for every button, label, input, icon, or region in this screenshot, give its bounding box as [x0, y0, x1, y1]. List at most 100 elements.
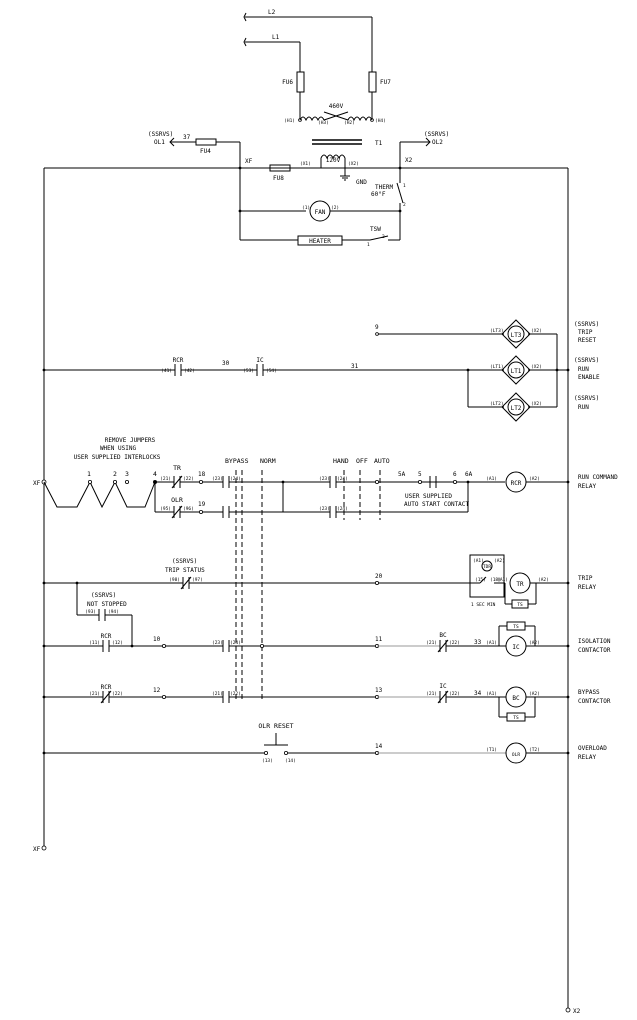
svg-text:(96): (96)	[183, 506, 194, 512]
svg-text:TS: TS	[513, 624, 519, 630]
svg-text:LT3: LT3	[511, 332, 522, 339]
rcr-iso-contact-label: RCR	[101, 633, 112, 640]
h1-label: (H1)	[284, 118, 295, 124]
norm-position-label: NORM	[260, 457, 276, 465]
tsw-t2: 2	[382, 234, 385, 240]
therm-temp: 60°F	[371, 191, 386, 198]
ic-contact-label: IC	[256, 357, 264, 364]
trip-relay-label-2: RELAY	[578, 584, 596, 591]
x2-terminal-bottom	[565, 1007, 571, 1013]
overload-label-1: OVERLOAD	[578, 745, 607, 752]
trip-status-label: TRIP STATUS	[165, 567, 205, 574]
svg-text:(23): (23)	[212, 476, 223, 482]
svg-text:(94): (94)	[108, 609, 119, 615]
isolation-label-1: ISOLATION	[578, 638, 611, 645]
xf-left-label: XF	[33, 480, 41, 487]
fuse-fu7	[368, 71, 377, 93]
x1-label: (X1)	[300, 161, 311, 167]
svg-text:(T2): (T2)	[529, 747, 540, 753]
trip-reset-line1: TRIP	[578, 329, 593, 336]
wire-5a: 5A	[398, 471, 406, 478]
timing-relay-box	[469, 554, 505, 598]
svg-text:(21): (21)	[426, 640, 437, 646]
user-contact-note-2: AUTO START CONTACT	[404, 501, 469, 508]
lt1-t2: (X2)	[531, 364, 542, 370]
rung-overload: OLR RESET (13) (14) 14 OLR (T1) (T2) OVE…	[42, 722, 607, 764]
svg-text:(14): (14)	[285, 758, 296, 764]
jumper-terminal-1: 1	[87, 470, 91, 478]
svg-text:(15): (15)	[475, 577, 486, 583]
v120-label: 120V	[326, 157, 341, 164]
fuse-fu6	[296, 71, 305, 93]
jumper-terminal-4: 4	[153, 470, 157, 478]
svg-text:LT1: LT1	[511, 368, 522, 375]
trip-status-tag: (SSRVS)	[172, 558, 197, 565]
pilot-light-lt2: LT2	[501, 392, 531, 422]
fu4-label: FU4	[200, 148, 211, 155]
svg-text:(54): (54)	[266, 368, 277, 374]
overload-label-2: RELAY	[578, 754, 596, 761]
svg-text:(98): (98)	[169, 577, 180, 583]
bypass-label-1: BYPASS	[578, 689, 600, 696]
fu8-label: FU8	[273, 175, 284, 182]
svg-text:(A1): (A1)	[486, 691, 497, 697]
jumper-terminal-3: 3	[125, 470, 129, 478]
svg-text:BC: BC	[512, 695, 520, 702]
svg-text:(22): (22)	[112, 691, 123, 697]
fu7-label: FU7	[380, 79, 391, 86]
run-enable-line1: RUN	[578, 366, 589, 373]
trip-relay-label-1: TRIP	[578, 575, 593, 582]
xf-terminal-bottom	[41, 845, 47, 851]
fuse-fu8	[269, 164, 291, 172]
rung-run-enable: RCR (41) (42) 30 IC (53) (54) 31	[42, 357, 504, 408]
svg-text:(95): (95)	[160, 506, 171, 512]
svg-text:OLR: OLR	[512, 752, 520, 758]
svg-text:(12): (12)	[112, 640, 123, 646]
svg-text:(24): (24)	[230, 476, 241, 482]
therm-t1: 1	[403, 183, 406, 189]
ol2-label: OL2	[432, 139, 443, 146]
svg-text:(22): (22)	[449, 640, 460, 646]
x2-top-label: X2	[405, 157, 413, 164]
xf-top-label: XF	[245, 158, 253, 165]
rung-trip-relay: (SSRVS) TRIP STATUS (98) (97) 20 TDR (A1…	[42, 554, 596, 609]
svg-text:(21): (21)	[426, 691, 437, 697]
off-position-label: OFF	[356, 457, 368, 465]
svg-text:(42): (42)	[184, 368, 195, 374]
rung-olr-seal: OLR (95) (96) 19 (23) (24)	[154, 482, 377, 519]
bypass-label-2: CONTACTOR	[578, 698, 611, 705]
svg-text:(A1): (A1)	[486, 476, 497, 482]
svg-text:(23): (23)	[212, 640, 223, 646]
svg-text:(18): (18)	[490, 577, 501, 583]
run-tag: (SSRVS)	[574, 395, 599, 402]
wire-18: 18	[198, 471, 206, 478]
bc-interlock-label: BC	[439, 632, 447, 639]
svg-text:TDR: TDR	[483, 564, 491, 570]
not-stopped-tag: (SSRVS)	[91, 592, 116, 599]
ol-terminals: (SSRVS) OL1 37 FU4 (SSRVS) OL2	[148, 131, 449, 168]
svg-text:(22): (22)	[230, 691, 241, 697]
wire-37: 37	[183, 134, 191, 141]
wire-6a: 6A	[465, 471, 473, 478]
svg-text:(A2): (A2)	[494, 558, 505, 564]
svg-text:(21): (21)	[212, 691, 223, 697]
svg-text:(93): (93)	[85, 609, 96, 615]
svg-text:TS: TS	[517, 602, 523, 608]
wire-12: 12	[153, 687, 161, 694]
wire-9: 9	[375, 324, 379, 331]
svg-text:(23): (23)	[319, 506, 330, 512]
ic-interlock-label: IC	[439, 683, 447, 690]
wire-20: 20	[375, 573, 383, 580]
rcr-bypass-contact-label: RCR	[101, 684, 112, 691]
svg-text:(A2): (A2)	[538, 577, 549, 583]
svg-text:(22): (22)	[449, 691, 460, 697]
power-buses: XF X2 FU8	[43, 157, 569, 1008]
svg-text:IC: IC	[512, 644, 520, 651]
pilot-light-lt3: LT3	[501, 319, 531, 349]
v460-label: 460V	[329, 103, 344, 110]
wire-11: 11	[375, 636, 383, 643]
svg-text:RCR: RCR	[511, 480, 522, 487]
primary-winding-left	[299, 116, 325, 122]
svg-text:(A1): (A1)	[497, 577, 508, 583]
